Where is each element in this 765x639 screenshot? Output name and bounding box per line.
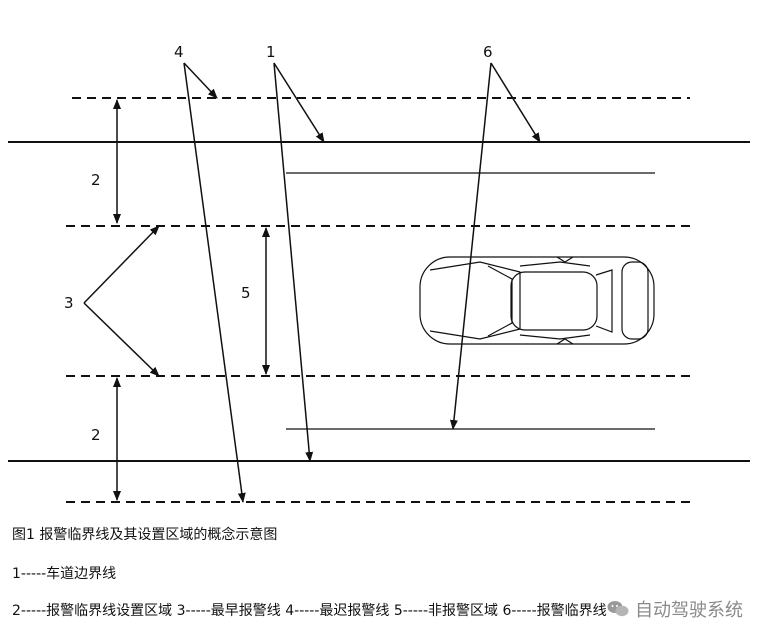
label-6-leader-top — [490, 62, 541, 143]
legend-line-1: 1-----车道边界线 — [12, 566, 117, 582]
label-4-leader-top — [183, 62, 218, 99]
label-1-leader-top — [273, 62, 325, 143]
label-6: 6 — [483, 43, 493, 61]
label-2-bottom: 2 — [91, 426, 101, 444]
car-top-view — [419, 256, 655, 345]
watermark-text: 自动驾驶系统 — [635, 600, 743, 621]
label-2-top: 2 — [91, 171, 101, 189]
label-1-leader-bottom — [273, 62, 314, 462]
label-3-leader-up — [83, 225, 160, 304]
label-4: 4 — [174, 43, 184, 61]
label-4-leader-bottom — [183, 62, 246, 503]
label-3: 3 — [64, 294, 74, 312]
watermark: 自动驾驶系统 — [607, 596, 743, 622]
wechat-icon — [607, 601, 629, 617]
figure-caption-title: 图1 报警临界线及其设置区域的概念示意图 — [12, 527, 278, 543]
label-6-leader-bottom — [449, 62, 492, 430]
label-3-leader-down — [83, 302, 160, 377]
label-5: 5 — [241, 284, 251, 302]
legend-line-2: 2-----报警临界线设置区域 3-----最早报警线 4-----最迟报警线 … — [12, 603, 607, 619]
label-1: 1 — [266, 43, 276, 61]
